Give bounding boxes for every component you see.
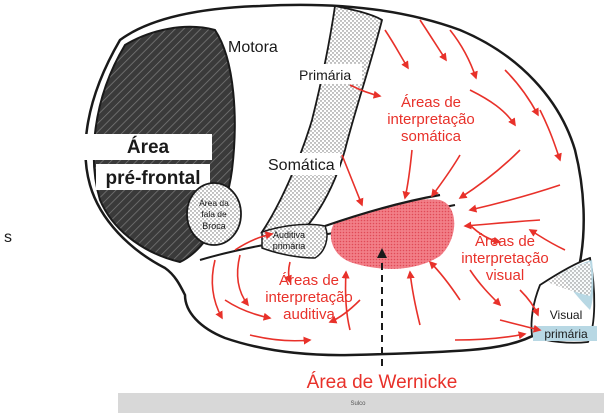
bottom-strip-text: Sulco [350,401,366,407]
broca-label-2: fala de [201,209,227,219]
broca-label-1: Área da [199,198,229,208]
visual-label-2: primária [544,327,588,341]
auditiva-label-2: primária [273,241,306,251]
motora-label: Motora [228,39,278,56]
interp-somatica-label-3: somática [401,128,462,145]
somatica-label: Somática [268,157,335,174]
visual-label-1: Visual [550,308,582,322]
broca-label-3: Broca [202,221,226,231]
interp-auditiva-label-3: auditiva [283,306,335,323]
auditiva-label-1: Auditiva [273,230,305,240]
interp-auditiva-label-2: interpretação [265,289,353,306]
prefrontal-label-text: pré-frontal [106,168,201,189]
interp-visual-label-2: interpretação [461,250,549,267]
side-text-fragment: s [4,229,12,246]
wernicke-label: Área de Wernicke [307,372,458,393]
interp-somatica-label-1: Áreas de [401,94,461,111]
interp-visual-label-3: visual [486,267,524,284]
interp-somatica-label-2: interpretação [387,111,475,128]
primaria-label: Primária [299,67,351,83]
prefrontal-label-area: Área [127,136,170,158]
